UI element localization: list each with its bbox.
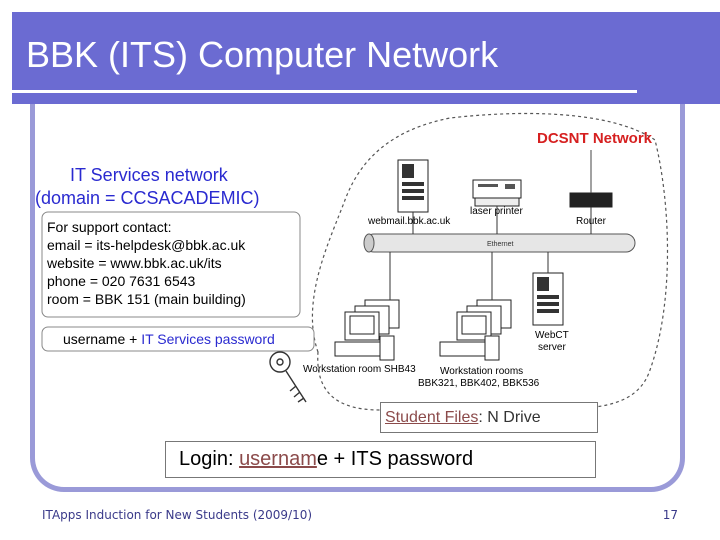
ws-rooms-label-line1: Workstation rooms [440,366,523,377]
ws-shb43-label: Workstation room SHB43 [303,364,416,375]
title-bar [12,12,720,104]
title-underline [12,90,637,93]
slide-title: BBK (ITS) Computer Network [26,34,499,75]
page-number: 17 [662,508,678,522]
dcsnt-prefix: DCSNT [537,130,589,147]
dcsnt-network-label: DCSNT Network [537,130,653,147]
ws-rooms-label-line2: BBK321, BBK402, BBK536 [418,378,540,389]
support-heading: For support contact: [47,219,172,235]
student-files-value: : N Drive [478,409,541,426]
laser-printer-icon [472,179,522,207]
login-username-underlined: usernam [239,448,317,470]
credentials-text: username + IT Services password [63,331,275,347]
workstation-bbk-icon [439,299,512,361]
login-box: Login: username + ITS password [165,441,596,478]
router-icon [569,150,613,208]
support-box [41,211,301,318]
dcsnt-suffix: Network [589,130,653,147]
login-colon: : [227,448,240,470]
webct-server-icon [532,272,564,326]
router-label: Router [576,216,607,227]
webct-label-line1: WebCT [535,330,569,341]
credentials-suffix: IT Services password [141,331,275,347]
network-cloud-boundary [311,112,669,411]
laser-printer-label: laser printer [470,206,523,217]
support-email: email = its-helpdesk@bbk.ac.uk [47,237,246,253]
ethernet-label: Ethernet [487,241,514,248]
login-label: Login [179,448,228,470]
content-frame [30,104,685,492]
support-room: room = BBK 151 (main building) [47,291,246,307]
credentials-box [41,326,315,352]
support-phone: phone = 020 7631 6543 [47,273,196,289]
webmail-label: webmail.bbk.ac.uk [367,216,451,227]
login-password: ITS password [350,448,474,470]
login-username-rest: e + [316,448,351,470]
support-website: website = www.bbk.ac.uk/its [46,255,222,271]
webmail-server-icon [397,159,429,213]
its-network-line1: IT Services network [70,165,229,185]
workstation-shb43-icon [334,299,400,361]
webct-label-line2: server [538,342,566,353]
student-files-box: Student Files: N Drive [380,402,598,433]
footer-text: ITApps Induction for New Students (2009/… [42,508,313,522]
student-files-label: Student Files [385,409,479,426]
its-network-line2: (domain = CCSACADEMIC) [35,188,260,208]
key-icon [269,351,307,403]
credentials-prefix: username + [63,331,141,347]
